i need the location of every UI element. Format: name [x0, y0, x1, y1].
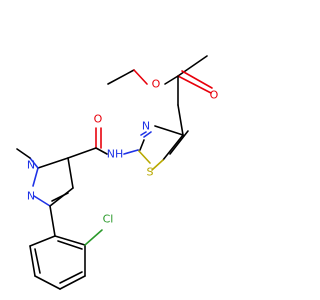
carbonyl-oxygen-label: O [210, 89, 219, 102]
molecule-structure: O O O N S NH N N Cl [16, 55, 219, 290]
chlorine-label: Cl [103, 213, 114, 226]
ether-oxygen-label: O [152, 78, 161, 91]
thiazole-sulfur-label: S [147, 166, 154, 179]
pyrazole-n1-label: N [27, 159, 35, 172]
amide-oxygen-label: O [94, 113, 103, 126]
bonds [16, 55, 213, 290]
pyrazole-n2-label: N [27, 190, 35, 203]
amide-nh-label: NH [107, 148, 124, 161]
thiazole-nitrogen-label: N [142, 120, 150, 133]
atom-labels: O O O N S NH N N Cl [27, 78, 219, 226]
